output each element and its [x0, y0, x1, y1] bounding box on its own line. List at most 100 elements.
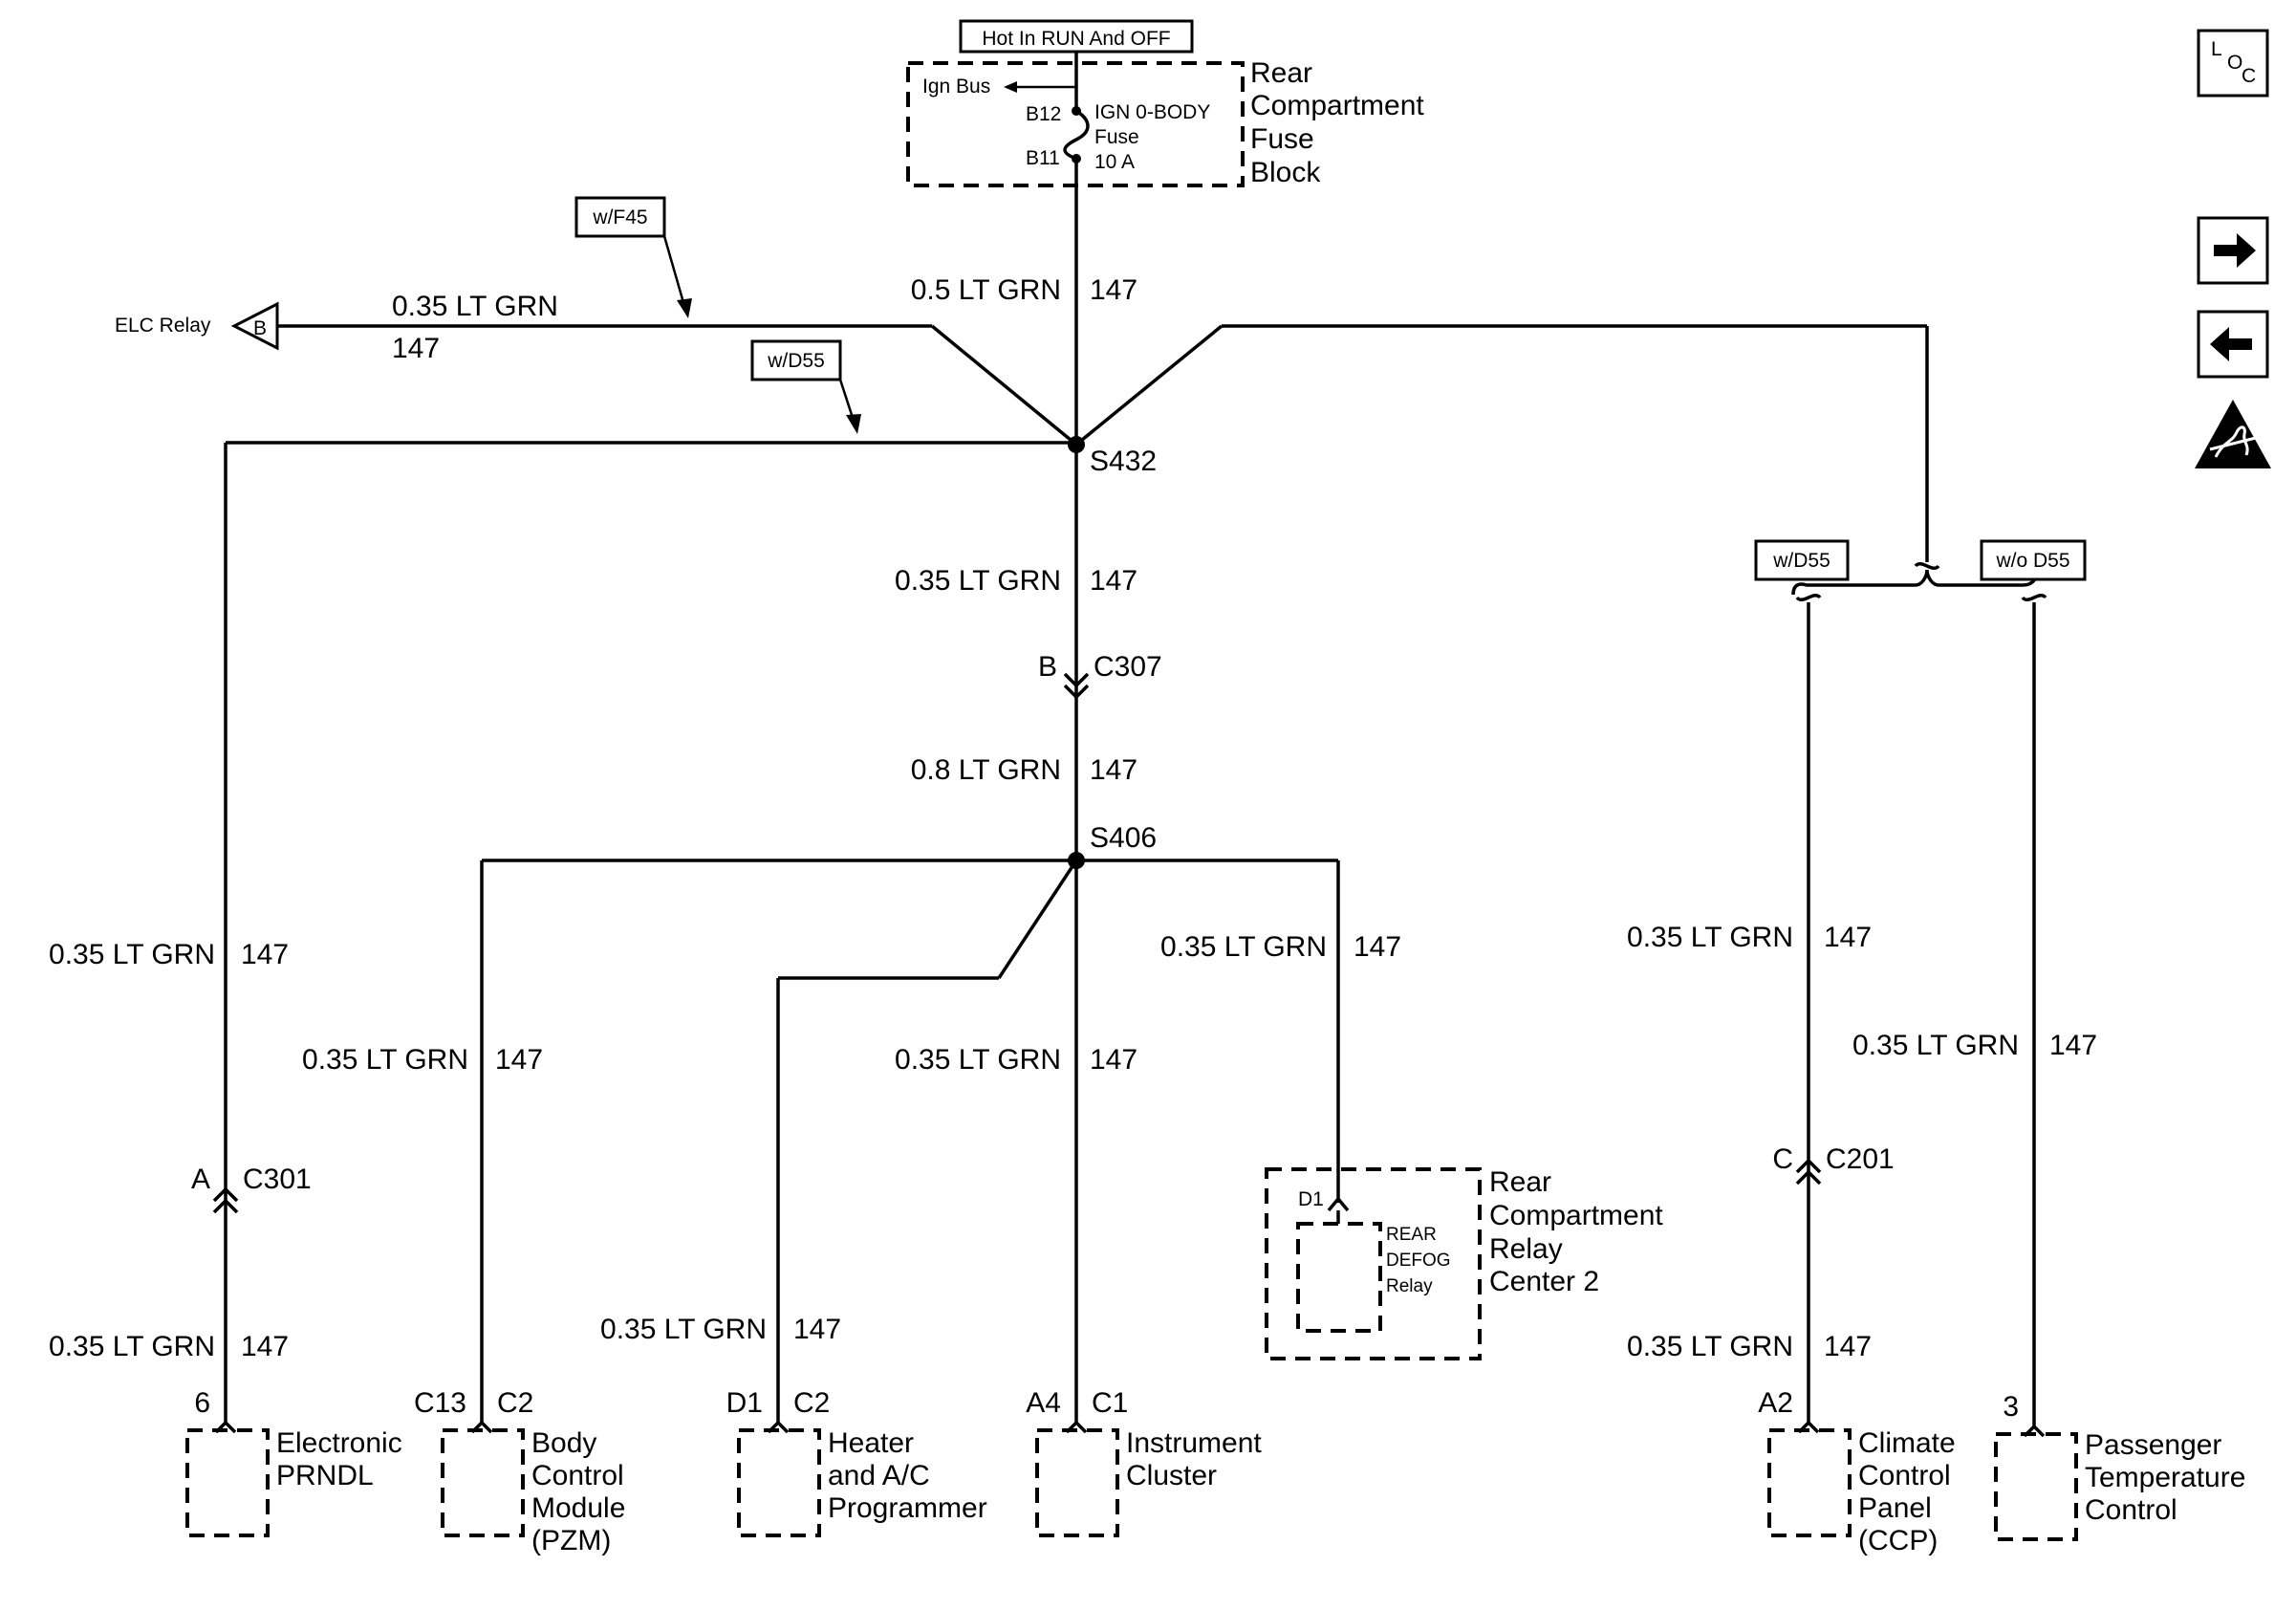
wire-gauge-heater: 0.35 LT GRN — [600, 1314, 767, 1345]
component-instrument-cluster: A4 C1 Instrument Cluster — [1026, 1387, 1262, 1537]
fuse-block-title-4: Block — [1250, 157, 1321, 188]
prndl-branch: w/D55 0.35 LT GRN 147 A C301 0.35 LT GRN… — [49, 339, 1076, 1423]
elc-relay-pin: B — [253, 317, 267, 339]
wire-gauge-ptc: 0.35 LT GRN — [1852, 1030, 2019, 1061]
connector-c201-pin: C — [1772, 1143, 1793, 1175]
ccp-line-1: Climate — [1858, 1427, 1956, 1459]
wire-circuit-prndl-lower: 147 — [241, 1331, 289, 1362]
option-wo-d55: w/o D55 — [1995, 550, 2069, 572]
wire-circuit-defog: 147 — [1354, 931, 1401, 963]
bcm-line-2: Control — [531, 1460, 624, 1491]
previous-page-button[interactable] — [2197, 310, 2269, 379]
wire-circuit-ptc: 147 — [2049, 1030, 2097, 1061]
relay-center-title-4: Center 2 — [1489, 1266, 1599, 1297]
location-view-button[interactable]: L O C — [2197, 29, 2269, 98]
bcm-line-4: (PZM) — [531, 1525, 611, 1556]
bcm-line-3: Module — [531, 1492, 625, 1524]
connector-c307-name: C307 — [1094, 651, 1162, 683]
option-w-f45-box — [574, 196, 666, 238]
wire-circuit-ccp-upper: 147 — [1824, 922, 1872, 953]
component-outline — [441, 1428, 525, 1537]
rear-compartment-fuse-block: Hot In RUN And OFF Ign Bus B12 B11 IGN 0… — [906, 19, 1424, 188]
prndl-pin: 6 — [194, 1387, 210, 1419]
ign-bus-label: Ign Bus — [922, 76, 990, 98]
location-view-icon[interactable] — [2197, 29, 2269, 98]
cluster-line-2: Cluster — [1126, 1460, 1217, 1491]
wire-circuit-cluster: 147 — [1090, 1044, 1137, 1076]
loc-letter-l: L — [2211, 38, 2222, 60]
option-brace-icon — [1791, 569, 2038, 596]
ptc-line-3: Control — [2085, 1494, 2177, 1526]
option-w-d55-left-box — [750, 339, 842, 381]
fuse-name: IGN 0-BODY — [1094, 101, 1210, 123]
arrow-left-icon — [2210, 327, 2252, 361]
heater-line-2: and A/C — [828, 1460, 930, 1491]
cluster-line-1: Instrument — [1126, 1427, 1262, 1459]
bcm-conn: C2 — [497, 1387, 533, 1419]
wire-gauge-cluster: 0.35 LT GRN — [895, 1044, 1061, 1076]
pin-b11: B11 — [1026, 147, 1060, 169]
fuse-rating: 10 A — [1094, 151, 1135, 173]
heater-line-1: Heater — [828, 1427, 914, 1459]
loc-letter-o: O — [2227, 52, 2242, 74]
ccp-line-2: Control — [1858, 1460, 1951, 1491]
connector-c307-pin: B — [1038, 651, 1057, 683]
elc-wire-circuit: 147 — [392, 333, 440, 364]
heater-pin: D1 — [726, 1387, 763, 1419]
rear-defog-relay-1: REAR — [1386, 1225, 1437, 1245]
relay-center-title-3: Relay — [1489, 1233, 1563, 1265]
next-page-button[interactable] — [2197, 216, 2269, 285]
prndl-line-1: Electronic — [276, 1427, 402, 1459]
ptc-line-1: Passenger — [2085, 1429, 2221, 1461]
connector-c301-pin: A — [191, 1164, 210, 1195]
component-climate-control-panel: A2 Climate Control Panel (CCP) — [1758, 1387, 1955, 1556]
connector-c301-icon — [212, 1186, 239, 1214]
component-electronic-prndl: 6 Electronic PRNDL — [185, 1387, 402, 1537]
wire-circuit-c307-down: 147 — [1090, 754, 1137, 786]
component-outline — [1035, 1428, 1119, 1537]
option-w-d55-right-box — [1754, 539, 1850, 581]
component-outline — [185, 1428, 270, 1537]
wire-gauge-c307-down: 0.8 LT GRN — [911, 754, 1061, 786]
fuse-word: Fuse — [1094, 126, 1139, 148]
wire-circuit-prndl-upper: 147 — [241, 939, 289, 970]
bcm-line-1: Body — [531, 1427, 596, 1459]
component-outline — [1767, 1428, 1852, 1537]
loc-letter-c: C — [2242, 65, 2256, 87]
relay-pin-connector-icon — [1327, 1196, 1350, 1212]
wire-circuit-bcm: 147 — [495, 1044, 543, 1076]
wire-gauge-ccp-upper: 0.35 LT GRN — [1627, 922, 1793, 953]
splice-s406-label: S406 — [1090, 822, 1157, 854]
pin-b12: B12 — [1026, 103, 1061, 125]
relay-center-pin: D1 — [1298, 1188, 1324, 1210]
rear-defog-relay-outline — [1296, 1222, 1382, 1333]
elc-relay-connector-icon — [230, 301, 279, 351]
s406-branches: S406 0.35 LT GRN 147 0.35 LT GRN 147 0.3… — [302, 822, 1401, 1423]
wire-gauge-bcm: 0.35 LT GRN — [302, 1044, 468, 1076]
connector-c301-name: C301 — [243, 1164, 312, 1195]
connector-c201-icon — [1795, 1158, 1822, 1186]
ptc-pin: 3 — [2003, 1391, 2019, 1423]
prndl-line-2: PRNDL — [276, 1460, 374, 1491]
wire-circuit-fuse-out: 147 — [1090, 274, 1137, 306]
ccp-branch: 0.35 LT GRN 147 C C201 0.35 LT GRN 147 — [1627, 594, 1895, 1423]
wire-gauge-fuse-out: 0.5 LT GRN — [911, 274, 1061, 306]
wire-circuit-s432-down: 147 — [1090, 565, 1137, 597]
rear-compartment-relay-center-2: D1 REAR DEFOG Relay Rear Compartment Rel… — [1265, 1166, 1663, 1360]
option-pointer-arrow-icon — [846, 414, 861, 434]
fuse-block-title-1: Rear — [1250, 57, 1312, 89]
splice-s406-icon — [1068, 852, 1085, 869]
option-w-d55-right: w/D55 — [1772, 550, 1830, 572]
heater-line-3: Programmer — [828, 1492, 987, 1524]
wire-gauge-ccp-lower: 0.35 LT GRN — [1627, 1331, 1793, 1362]
connector-c201-name: C201 — [1826, 1143, 1895, 1175]
component-passenger-temperature-control: 3 Passenger Temperature Control — [1994, 1391, 2245, 1541]
fuse-block-title-2: Compartment — [1250, 90, 1424, 121]
rear-defog-relay-2: DEFOG — [1386, 1251, 1451, 1271]
heater-conn: C2 — [793, 1387, 830, 1419]
relay-center-title-2: Compartment — [1489, 1200, 1663, 1231]
fuse-icon — [1063, 109, 1090, 161]
component-outline — [737, 1428, 821, 1537]
option-w-f45: w/F45 — [592, 207, 647, 228]
